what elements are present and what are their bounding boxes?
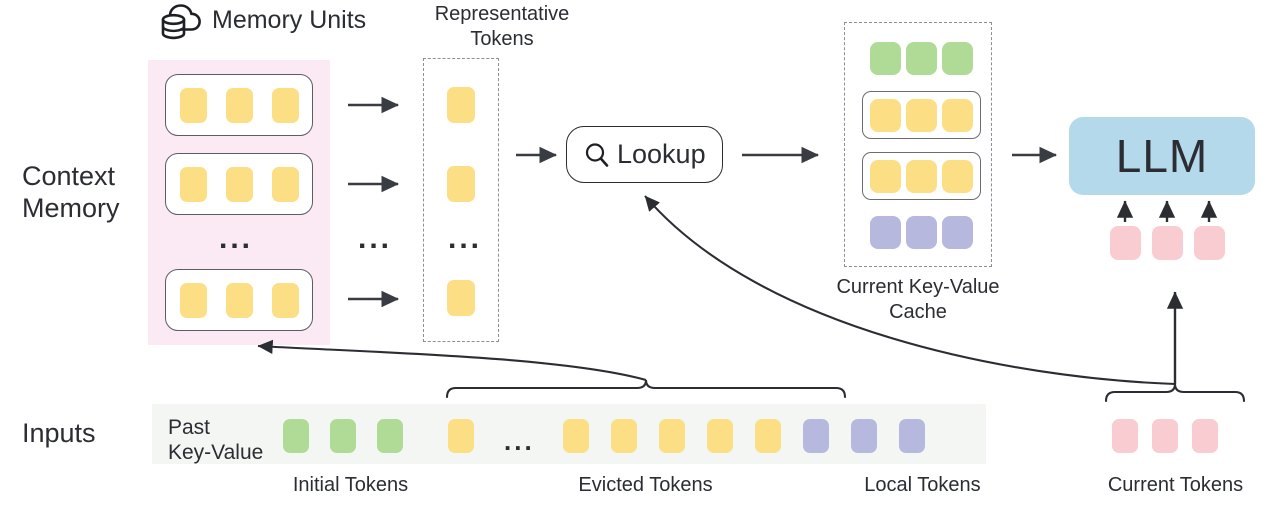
memory-token bbox=[226, 167, 253, 202]
memory-units-label: Memory Units bbox=[212, 6, 367, 34]
kv-cache-token bbox=[906, 99, 937, 132]
past-key-value-label: Past Key-Value bbox=[168, 416, 264, 464]
memory-token bbox=[180, 88, 207, 123]
input-token-local bbox=[803, 419, 829, 453]
llm-box[interactable]: LLM bbox=[1069, 117, 1255, 195]
evicted-tokens-label: Evicted Tokens bbox=[578, 474, 713, 496]
input-token-current bbox=[1112, 419, 1138, 453]
input-token-initial bbox=[377, 419, 403, 453]
kv-cache-token bbox=[906, 160, 937, 193]
llm-input-token bbox=[1152, 226, 1183, 260]
memory-unit[interactable] bbox=[165, 269, 313, 331]
kv-cache-token bbox=[870, 99, 901, 132]
representative-token bbox=[447, 166, 475, 202]
memory-token bbox=[180, 283, 207, 318]
memory-token bbox=[180, 167, 207, 202]
kv-cache-group[interactable] bbox=[862, 91, 981, 139]
input-token-evicted bbox=[659, 419, 685, 453]
current-kv-cache-label: Current Key-Value Cache bbox=[836, 276, 1000, 323]
kv-cache-token bbox=[942, 99, 973, 132]
representative-tokens-box bbox=[423, 58, 499, 342]
representative-token bbox=[447, 87, 475, 123]
representative-token bbox=[447, 280, 475, 316]
input-token-evicted bbox=[707, 419, 733, 453]
input-token-local bbox=[851, 419, 877, 453]
memory-token bbox=[272, 167, 299, 202]
lookup-label: Lookup bbox=[617, 139, 706, 169]
kv-cache-token bbox=[906, 42, 937, 75]
kv-cache-group[interactable] bbox=[862, 152, 981, 200]
memory-unit[interactable] bbox=[165, 153, 313, 215]
input-token-local bbox=[899, 419, 925, 453]
input-tokens-ellipsis: ... bbox=[504, 426, 535, 456]
memory-units-ellipsis: ... bbox=[219, 222, 254, 255]
input-token-initial bbox=[330, 419, 356, 453]
llm-input-token bbox=[1110, 226, 1141, 260]
memory-token bbox=[226, 88, 253, 123]
lookup-button[interactable]: Lookup bbox=[566, 126, 723, 183]
representative-tokens-label: Representative Tokens bbox=[434, 3, 570, 50]
representative-tokens-ellipsis: ... bbox=[448, 222, 483, 255]
kv-cache-token bbox=[906, 216, 937, 249]
cloud-database-icon bbox=[157, 2, 205, 46]
search-icon bbox=[583, 141, 611, 169]
input-token-evicted bbox=[755, 419, 781, 453]
current-tokens-label: Current Tokens bbox=[1107, 474, 1244, 496]
kv-cache-token bbox=[942, 42, 973, 75]
memory-arrows-ellipsis: ... bbox=[358, 222, 393, 255]
input-token-evicted bbox=[563, 419, 589, 453]
kv-cache-token bbox=[942, 216, 973, 249]
kv-cache-token bbox=[870, 42, 901, 75]
inputs-label: Inputs bbox=[22, 418, 96, 448]
kv-cache-token bbox=[870, 160, 901, 193]
input-token-evicted bbox=[611, 419, 637, 453]
llm-input-token bbox=[1194, 226, 1225, 260]
kv-cache-token bbox=[942, 160, 973, 193]
memory-unit[interactable] bbox=[165, 74, 313, 136]
context-memory-label: Context Memory bbox=[22, 161, 120, 223]
memory-token bbox=[226, 283, 253, 318]
input-token-current bbox=[1192, 419, 1218, 453]
input-token-current bbox=[1152, 419, 1178, 453]
memory-token bbox=[272, 88, 299, 123]
initial-tokens-label: Initial Tokens bbox=[292, 474, 409, 496]
local-tokens-label: Local Tokens bbox=[864, 474, 981, 496]
input-token-initial bbox=[283, 419, 309, 453]
input-token-evicted bbox=[448, 419, 474, 453]
llm-label: LLM bbox=[1115, 130, 1209, 182]
memory-token bbox=[272, 283, 299, 318]
kv-cache-token bbox=[870, 216, 901, 249]
